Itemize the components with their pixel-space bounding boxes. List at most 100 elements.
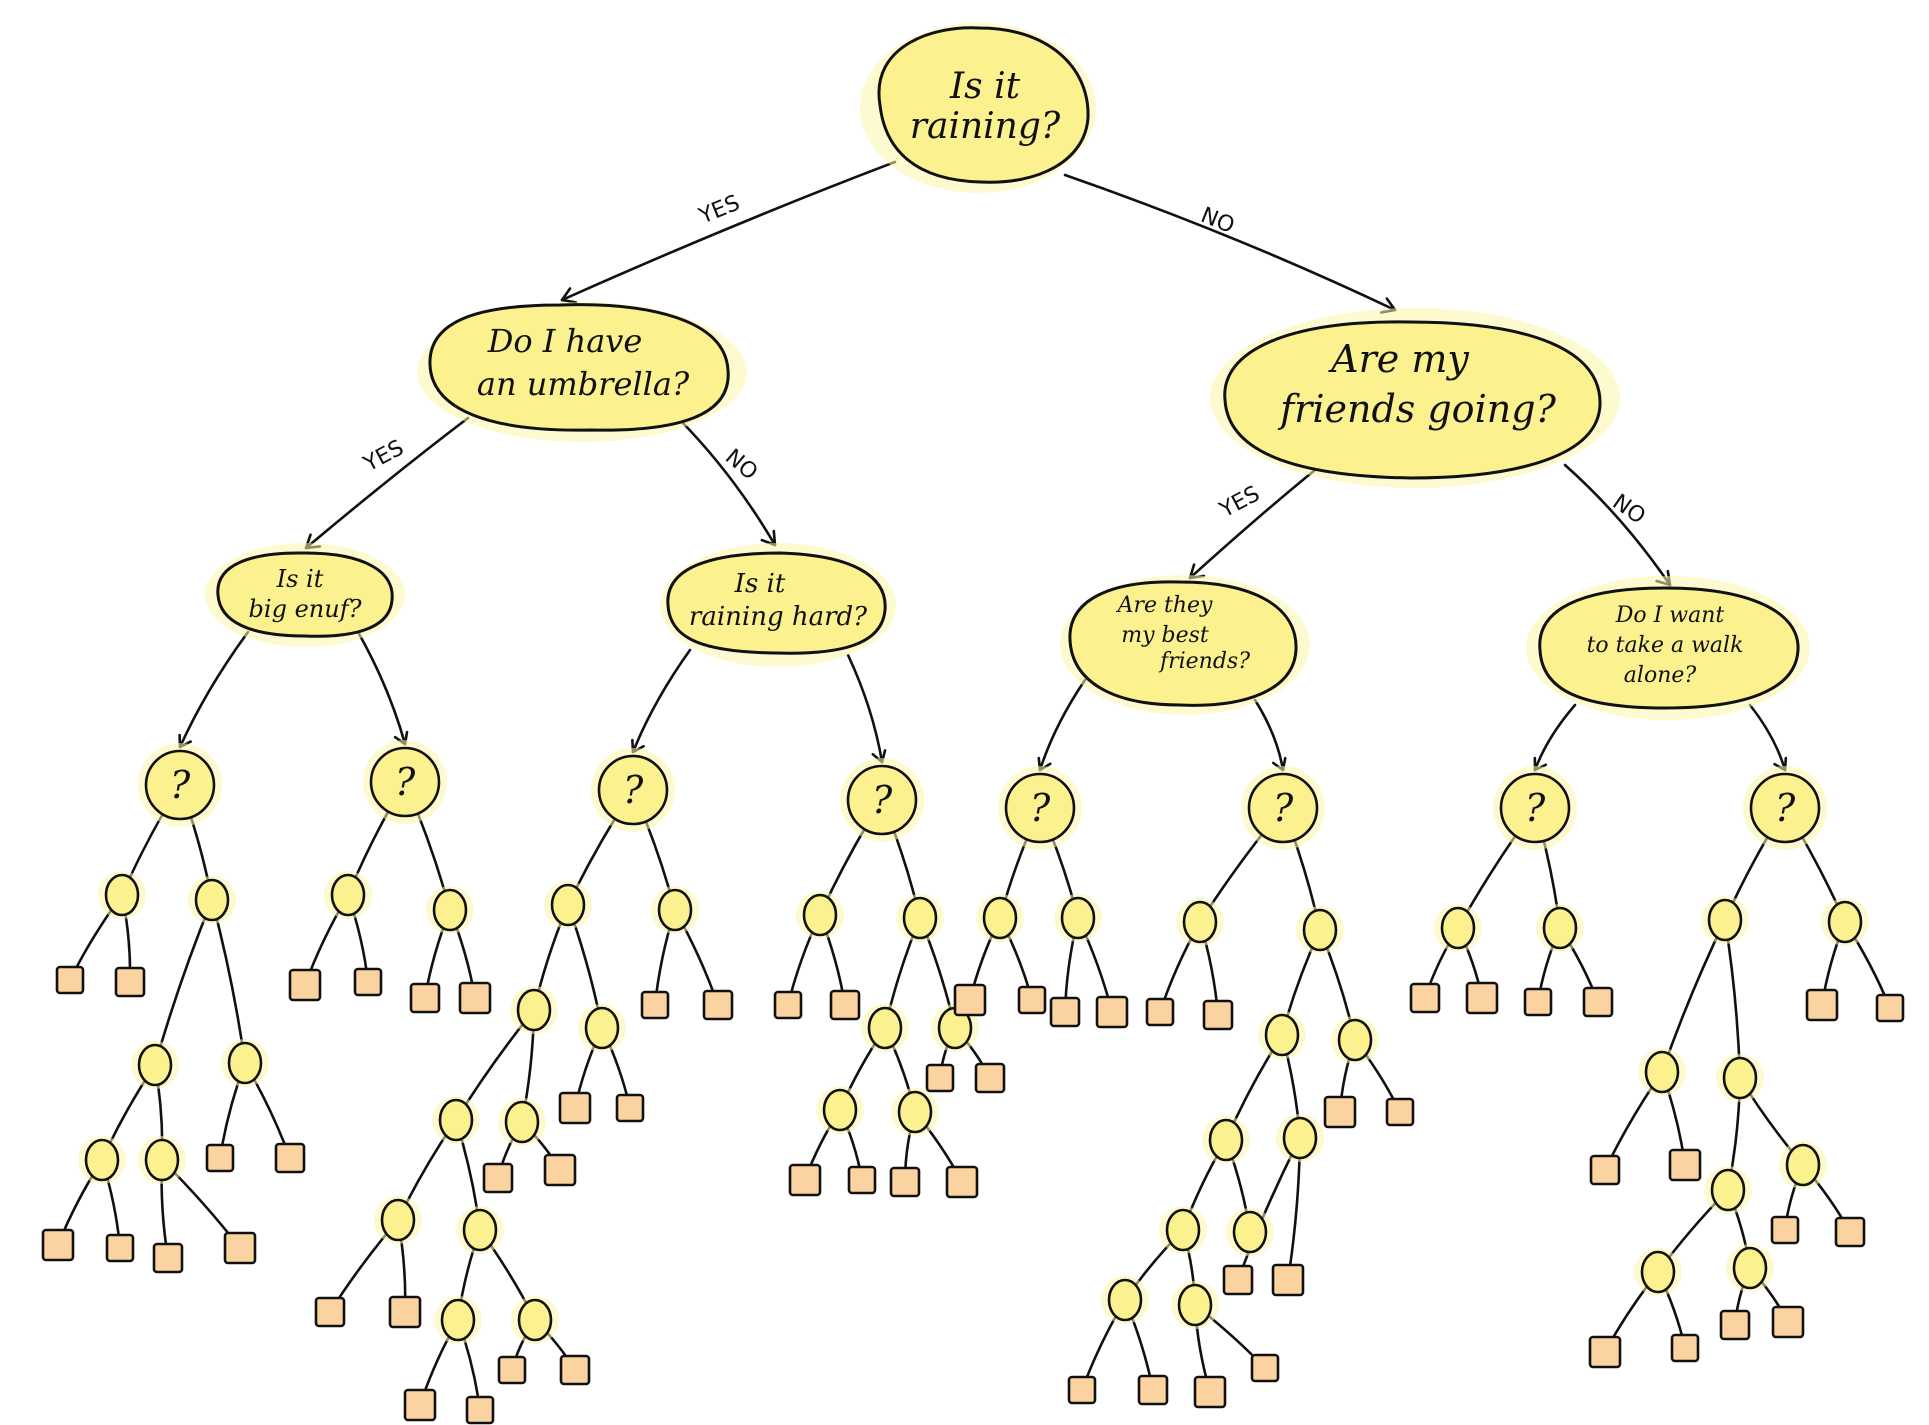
leaf-node-28 <box>847 1165 877 1195</box>
unknown-node-symbol-2: ? <box>395 760 416 804</box>
branch-node-11 <box>516 988 552 1032</box>
tree-edges <box>56 160 1892 1412</box>
question-root-line1: Is it <box>949 66 1021 107</box>
leaf-node-50 <box>1582 986 1614 1018</box>
branch-node-15 <box>380 1198 416 1242</box>
question-node-root: Is it raining? <box>860 23 1096 193</box>
leaf-node-36 <box>1095 995 1129 1029</box>
leaf-node-54 <box>1668 1148 1702 1182</box>
branch-nodes <box>78 871 1869 1344</box>
leaf-node-25 <box>773 990 803 1020</box>
leaf-node-27 <box>788 1163 822 1197</box>
leaf-node-29 <box>889 1166 921 1198</box>
leaf-node-8 <box>274 1142 306 1174</box>
edge-friends-yes <box>1188 468 1317 580</box>
branch-node-27 <box>1182 900 1218 944</box>
edge-umbrella-no <box>678 418 777 547</box>
question-walk-alone-line1: Do I want <box>1615 603 1725 628</box>
leaf-node-26 <box>829 989 861 1021</box>
branch-node-28 <box>1302 908 1338 952</box>
unknown-node-7 <box>1499 772 1571 844</box>
edge-root-no <box>1063 173 1397 312</box>
leaf-node-49 <box>1523 987 1553 1017</box>
branch-node-26 <box>1060 896 1096 940</box>
branch-node-2 <box>194 878 230 922</box>
edge-to-unknown-6 <box>1253 698 1285 772</box>
branch-node-30 <box>1337 1018 1373 1062</box>
leaf-node-40 <box>1385 1097 1415 1127</box>
edge-to-unknown-8 <box>1748 703 1787 772</box>
question-node-walk-alone: Do I want to take a walk alone? <box>1526 576 1810 720</box>
edge-to-unknown-5 <box>1038 678 1087 772</box>
leaf-node-14 <box>702 989 734 1021</box>
branch-node-38 <box>1542 906 1578 950</box>
unknown-question-nodes: ???????? <box>138 740 1827 850</box>
leaf-node-57 <box>1588 1335 1622 1369</box>
branch-node-43 <box>1785 1143 1821 1187</box>
branch-node-8 <box>432 888 468 932</box>
leaf-node-30 <box>945 1165 979 1199</box>
branch-node-16 <box>462 1208 498 1252</box>
question-root-line2: raining? <box>910 106 1061 147</box>
leaf-node-2 <box>114 966 146 998</box>
leaf-node-42 <box>1271 1263 1305 1297</box>
edge-label-root-no: NO <box>1197 203 1238 239</box>
leaf-node-46 <box>1250 1353 1280 1383</box>
branch-node-18 <box>517 1298 553 1342</box>
branch-node-23 <box>822 1088 858 1132</box>
leaf-node-32 <box>974 1062 1006 1094</box>
branch-node-34 <box>1232 1210 1268 1254</box>
unknown-node-2 <box>369 746 441 818</box>
branch-node-24 <box>897 1090 933 1134</box>
leaf-node-23 <box>482 1162 514 1194</box>
branch-node-41 <box>1644 1050 1680 1094</box>
leaf-node-18 <box>388 1295 422 1329</box>
leaf-node-38 <box>1202 999 1234 1031</box>
leaf-node-55 <box>1770 1215 1800 1245</box>
leaf-node-1 <box>55 965 85 995</box>
edge-to-unknown-3 <box>631 648 692 754</box>
edge-to-unknown-1 <box>178 630 250 749</box>
branch-node-33 <box>1165 1208 1201 1252</box>
edge-label-umbrella-no: NO <box>720 445 762 486</box>
branch-node-3 <box>137 1043 173 1087</box>
leaf-node-7 <box>205 1143 235 1173</box>
question-best-friends-line3: friends? <box>1158 649 1250 674</box>
edge-friends-no <box>1563 463 1672 587</box>
leaf-node-44 <box>1137 1374 1169 1406</box>
leaf-node-34 <box>1017 985 1047 1015</box>
subtree-link-5 <box>153 898 214 1067</box>
leaf-node-12 <box>458 981 492 1015</box>
edge-label-friends-yes: YES <box>1215 482 1264 524</box>
question-node-friends: Are my friends going? <box>1210 308 1620 488</box>
leaf-node-39 <box>1323 1095 1357 1129</box>
leaf-node-43 <box>1067 1375 1097 1405</box>
leaf-node-45 <box>1193 1375 1227 1409</box>
branch-node-12 <box>584 1006 620 1050</box>
leaf-node-58 <box>1670 1333 1700 1363</box>
leaf-node-56 <box>1834 1216 1866 1248</box>
edge-umbrella-yes <box>304 416 470 550</box>
branch-node-17 <box>440 1298 476 1342</box>
branch-node-13 <box>438 1098 474 1142</box>
leaf-node-21 <box>403 1388 437 1422</box>
leaf-node-41 <box>1222 1264 1254 1296</box>
branch-node-39 <box>1707 898 1743 942</box>
unknown-node-5 <box>1004 772 1076 844</box>
branch-node-20 <box>902 896 938 940</box>
leaf-node-37 <box>1145 997 1175 1027</box>
question-best-friends-line2: my best <box>1121 623 1209 648</box>
branch-node-45 <box>1640 1250 1676 1294</box>
leaf-node-9 <box>288 968 322 1002</box>
question-node-umbrella: Do I have an umbrella? <box>417 302 747 442</box>
leaf-node-59 <box>1719 1309 1751 1341</box>
edge-root-yes <box>560 160 897 302</box>
leaf-node-20 <box>559 1354 591 1386</box>
leaf-node-51 <box>1805 988 1839 1022</box>
unknown-node-symbol-1: ? <box>170 763 191 807</box>
leaf-node-17 <box>314 1296 346 1328</box>
unknown-node-symbol-5: ? <box>1030 786 1051 830</box>
question-friends-line1: Are my <box>1328 337 1469 381</box>
leaf-node-4 <box>105 1233 135 1263</box>
